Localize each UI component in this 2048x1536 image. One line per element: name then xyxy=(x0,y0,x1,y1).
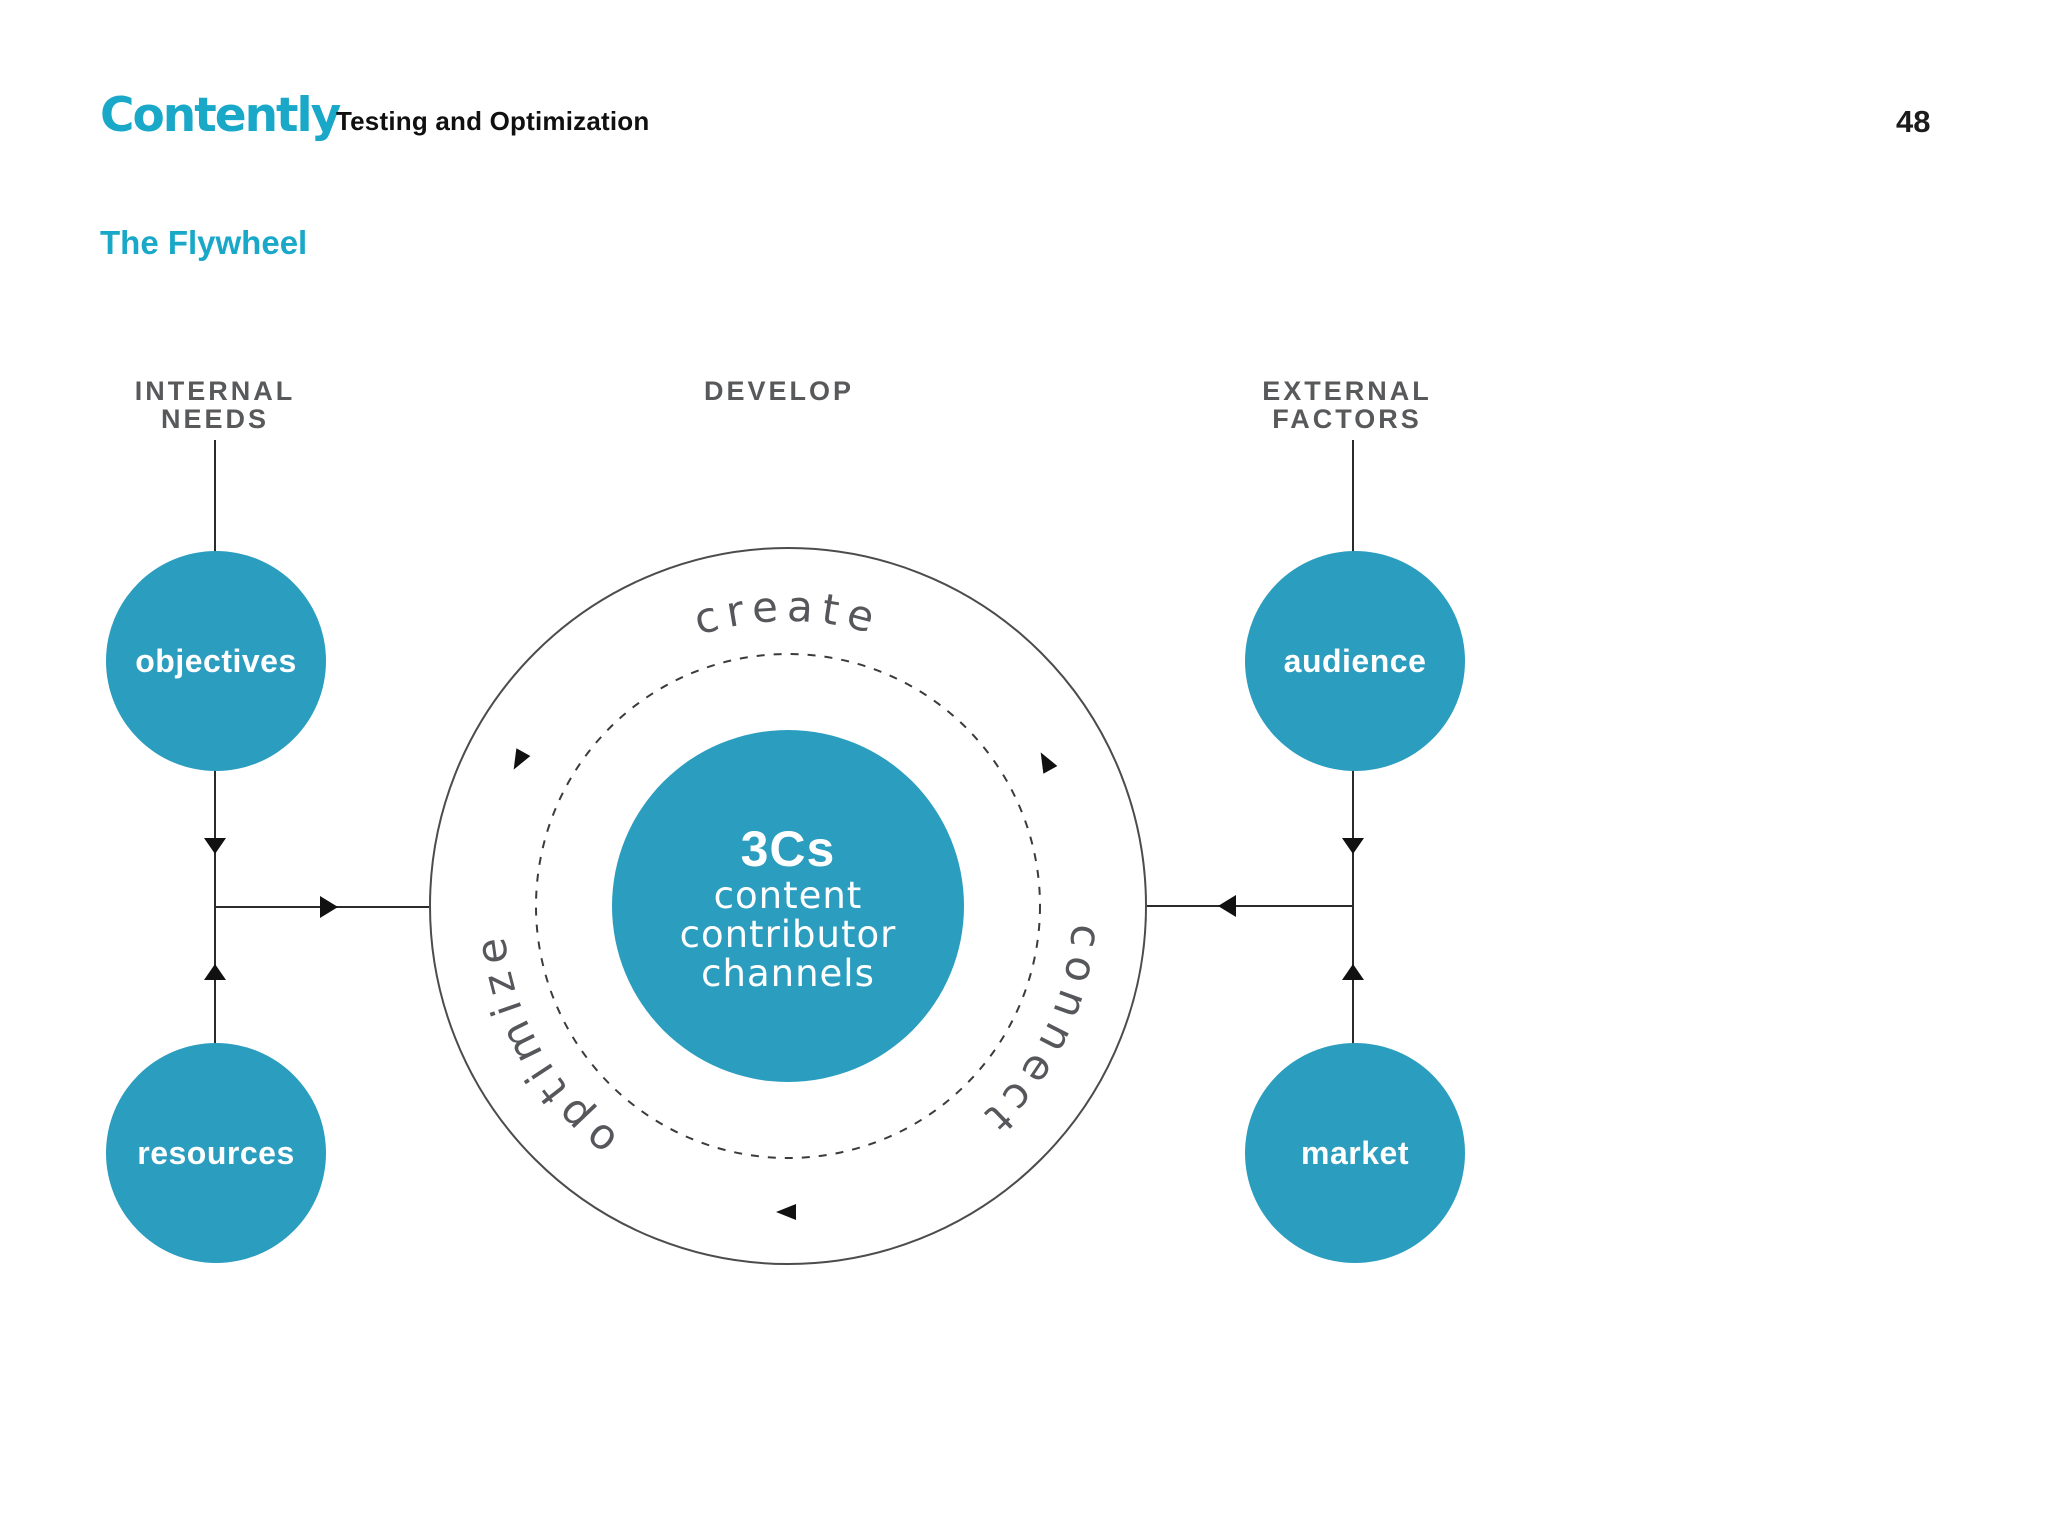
right-arrow-icon xyxy=(320,896,338,918)
contently-logo: Contently xyxy=(100,88,341,143)
resources-label: resources xyxy=(137,1135,294,1171)
internal-needs-header-line2: NEEDS xyxy=(161,404,269,434)
market-label: market xyxy=(1301,1135,1409,1171)
develop-header: DEVELOP xyxy=(704,376,854,406)
audience-circle xyxy=(1245,551,1465,771)
objectives-label: objectives xyxy=(135,643,297,679)
center-hub-circle xyxy=(612,730,964,1082)
ring-arrow-icon xyxy=(1040,752,1058,774)
internal-needs-header-line1: INTERNAL xyxy=(135,376,296,406)
node-audience: audience xyxy=(1245,551,1465,771)
center-line-channels: channels xyxy=(701,952,875,995)
ring-arrow-icon xyxy=(776,1204,796,1220)
center-line-content: content xyxy=(714,874,863,917)
audience-label: audience xyxy=(1284,643,1427,679)
down-arrow-icon xyxy=(204,838,226,854)
left-arrow-icon xyxy=(1218,895,1236,917)
center-title: 3Cs xyxy=(741,821,836,877)
up-arrow-icon xyxy=(1342,964,1364,980)
center-line-contributor: contributor xyxy=(680,913,897,956)
slide-title: The Flywheel xyxy=(100,224,308,261)
up-arrow-icon xyxy=(204,964,226,980)
right-column-connectors xyxy=(1145,440,1364,1046)
dashed-ring-circle xyxy=(535,653,1041,1159)
ring-flow-arrows xyxy=(513,748,1058,1220)
node-objectives: objectives xyxy=(106,551,326,771)
external-factors-header-line1: EXTERNAL xyxy=(1262,376,1432,406)
market-circle xyxy=(1245,1043,1465,1263)
external-factors-header-line2: FACTORS xyxy=(1272,404,1422,434)
node-market: market xyxy=(1245,1043,1465,1263)
down-arrow-icon xyxy=(1342,838,1364,854)
left-column-connectors xyxy=(204,440,429,1046)
node-resources: resources xyxy=(106,1043,326,1263)
ring-arrow-icon xyxy=(513,748,531,770)
resources-circle xyxy=(106,1043,326,1263)
deck-subtitle: Testing and Optimization xyxy=(336,106,650,136)
objectives-circle xyxy=(106,551,326,771)
page-number: 48 xyxy=(1896,104,1931,139)
